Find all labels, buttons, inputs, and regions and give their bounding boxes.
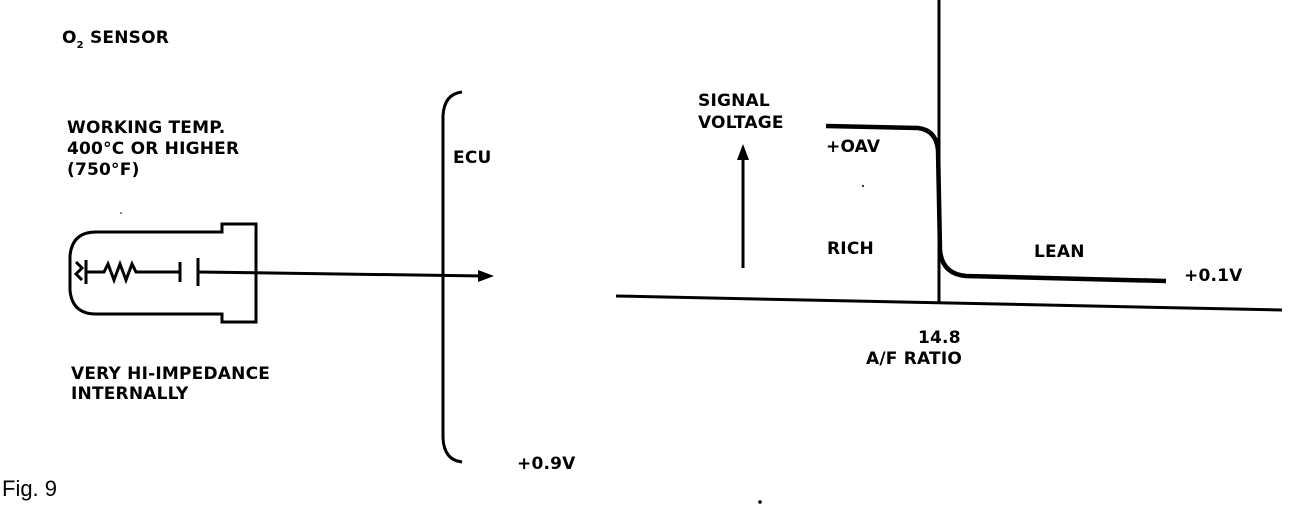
sensor-title-subscript: 2 (76, 40, 84, 51)
scan-speck (120, 212, 122, 214)
ratio-label: A/F RATIO (866, 349, 962, 369)
impedance-line-2: INTERNALLY (71, 384, 189, 404)
high-voltage-label: +OAV (826, 137, 881, 157)
ecu-voltage-label: +0.9V (517, 454, 576, 474)
graph-x-axis (615, 294, 1283, 312)
impedance-line-1: VERY HI-IMPEDANCE (71, 364, 271, 384)
signal-voltage-line-2: VOLTAGE (698, 113, 784, 133)
lean-label: LEAN (1034, 242, 1085, 262)
low-voltage-label: +0.1V (1184, 266, 1243, 286)
working-temp-line-3: (750°F) (67, 160, 140, 180)
signal-wire-arrowhead-icon (478, 270, 494, 282)
ecu-label: ECU (453, 148, 492, 168)
signal-wire (197, 270, 485, 278)
ecu-bracket (441, 90, 463, 464)
scan-speck (758, 500, 762, 504)
sensor-title-o: O (62, 28, 77, 48)
scan-speck (862, 185, 864, 187)
sensor-resistor-icon (86, 259, 180, 285)
sensor-output-curve (825, 123, 1167, 284)
sensor-title-suffix: SENSOR (83, 28, 170, 48)
signal-voltage-arrow-icon (737, 144, 749, 160)
ratio-value: 14.8 (918, 328, 961, 348)
figure-caption: Fig. 9 (2, 476, 58, 501)
sensor-body-outline (68, 222, 258, 324)
working-temp-line-1: WORKING TEMP. (67, 118, 226, 138)
sensor-title: O2 SENSOR (62, 28, 169, 51)
working-temp-line-2: 400°C OR HIGHER (67, 139, 240, 159)
sensor-element-symbol (73, 260, 88, 284)
signal-voltage-line-1: SIGNAL (698, 91, 770, 111)
rich-label: RICH (827, 239, 874, 259)
